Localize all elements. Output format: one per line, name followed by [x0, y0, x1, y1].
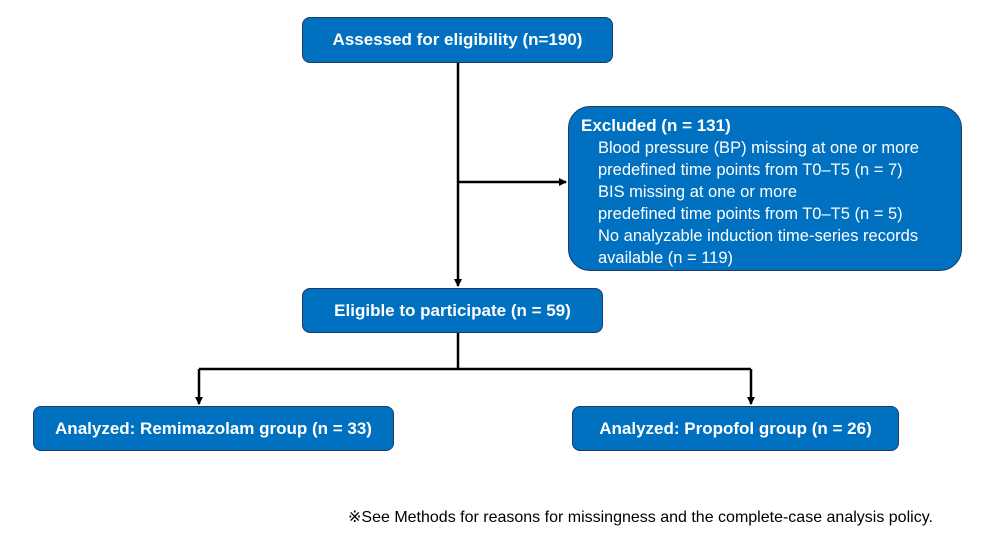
remimazolam-group-label: Analyzed: Remimazolam group (n = 33)	[55, 418, 372, 438]
excluded-title: Excluded (n = 131)	[581, 116, 731, 135]
assessed-box: Assessed for eligibility (n=190)	[302, 17, 613, 63]
propofol-group-box: Analyzed: Propofol group (n = 26)	[572, 406, 899, 451]
eligible-label: Eligible to participate (n = 59)	[334, 300, 571, 320]
excluded-item: available (n = 119)	[598, 249, 733, 267]
excluded-item: BIS missing at one or more	[598, 183, 797, 201]
excluded-item: No analyzable induction time-series reco…	[598, 227, 919, 245]
assessed-label: Assessed for eligibility (n=190)	[332, 30, 583, 49]
excluded-item: predefined time points from T0–T5 (n = 7…	[598, 161, 903, 179]
excluded-item: Blood pressure (BP) missing at one or mo…	[598, 139, 919, 157]
propofol-group-label: Analyzed: Propofol group (n = 26)	[599, 418, 872, 438]
excluded-item: predefined time points from T0–T5 (n = 5…	[598, 205, 903, 223]
remimazolam-group-box: Analyzed: Remimazolam group (n = 33)	[33, 406, 394, 451]
eligible-box: Eligible to participate (n = 59)	[302, 288, 603, 333]
footnote: ※See Methods for reasons for missingness…	[348, 509, 933, 526]
excluded-box: Excluded (n = 131) Blood pressure (BP) m…	[568, 106, 962, 271]
